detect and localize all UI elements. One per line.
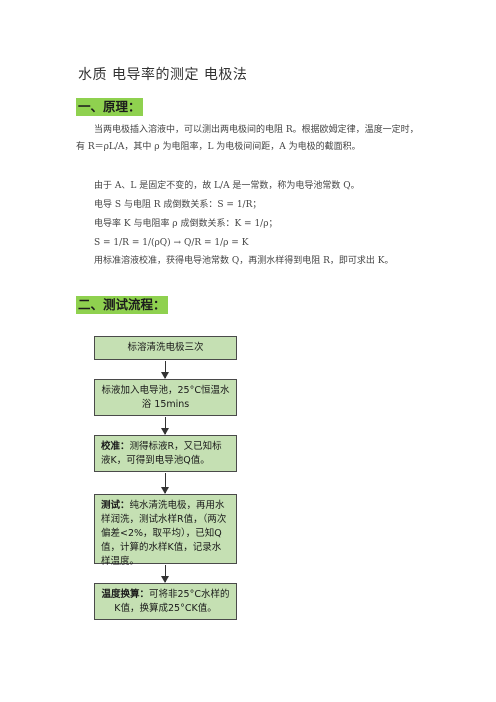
flow-step-calibration-text: 测得标液R，又已知标液K，可得到电导池Q值。: [101, 441, 222, 466]
principle-formula-conductance: 电导 S 与电阻 R 成倒数关系：S = 1/R；: [94, 200, 262, 210]
section-heading-process: 二、测试流程：: [76, 296, 168, 314]
section-heading-principle: 一、原理：: [76, 98, 143, 116]
flow-step-2: 标液加入电导池，25°C恒温水浴 15mins: [94, 379, 237, 416]
principle-formula-derivation: S = 1/R = 1/(ρQ) → Q/R = 1/ρ = K: [94, 238, 249, 248]
flow-step-calibration: 校准：测得标液R，又已知标液K，可得到电导池Q值。: [94, 435, 237, 472]
flow-step-1-text: 标溶清洗电极三次: [127, 342, 204, 353]
flow-step-calibration-label: 校准：: [101, 441, 130, 452]
document-title: 水质 电导率的测定 电极法: [78, 67, 248, 83]
flow-step-test-label: 测试：: [101, 500, 130, 511]
principle-paragraph-1: 当两电极插入溶液中，可以测出两电极间的电阻 R。根据欧姆定律，温度一定时，有 R…: [76, 125, 419, 152]
flow-step-1: 标溶清洗电极三次: [94, 336, 237, 360]
flow-step-temperature-text: 可将非25°C水样的K值，换算成25°CK值。: [114, 589, 230, 614]
flow-step-2-text: 标液加入电导池，25°C恒温水浴 15mins: [101, 385, 230, 410]
flow-step-temperature: 温度换算：可将非25°C水样的K值，换算成25°CK值。: [94, 583, 237, 620]
principle-paragraph-2: 由于 A、L 是固定不变的，故 L/A 是一常数，称为电导池常数 Q。: [94, 181, 360, 191]
principle-formula-conductivity: 电导率 K 与电阻率 ρ 成倒数关系：K = 1/ρ；: [94, 219, 278, 229]
principle-paragraph-method: 用标准溶液校准，获得电导池常数 Q，再测水样得到电阻 R，即可求出 K。: [94, 256, 394, 266]
flow-arrow-3: [161, 473, 169, 494]
flow-step-test: 测试：纯水清洗电极，再用水样润洗，测试水样R值，（两次偏差<2%，取平均），已知…: [94, 494, 237, 567]
flow-step-temperature-label: 温度换算：: [101, 589, 150, 600]
flow-arrow-2: [161, 417, 169, 435]
flow-arrow-4: [161, 565, 169, 583]
flow-arrow-1: [161, 361, 169, 379]
flow-step-test-text: 纯水清洗电极，再用水样润洗，测试水样R值，（两次偏差<2%，取平均），已知Q值，…: [101, 500, 227, 567]
